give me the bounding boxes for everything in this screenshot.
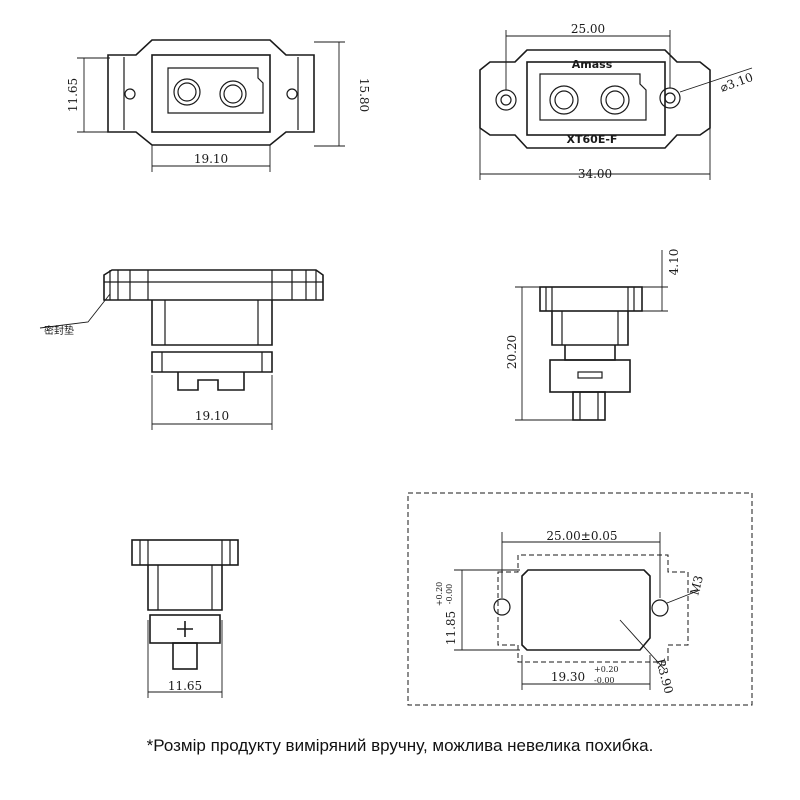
rear-width-dim: 11.65: [168, 679, 202, 693]
brand-label: Amass: [572, 58, 613, 71]
front-width-dim: 19.10: [194, 152, 228, 166]
flange-dim: 4.10: [667, 249, 681, 276]
brand-width-top-dim: 25.00: [571, 22, 605, 36]
side-right-height-dim: 20.20: [505, 335, 519, 369]
cutout-height-tol-plus: +0.20: [435, 582, 444, 607]
cutout-width-tol-plus: +0.20: [594, 665, 619, 674]
cutout-pitch-dim: 25.00±0.05: [546, 529, 617, 543]
cutout-width-dim: 19.30: [551, 670, 585, 684]
front-view: 11.65 15.80 19.10: [66, 39, 371, 172]
cutout-width-tol-minus: -0.00: [594, 676, 615, 685]
front-brand-view: Amass XT60E-F 25.00 ⌀3.10 34.00: [479, 22, 755, 181]
side-view-left: 密封垫 19.10: [39, 269, 324, 430]
gasket-label: 密封垫: [44, 324, 74, 337]
cutout-height-dim: 11.85: [444, 611, 458, 645]
side-view-right: 4.10 20.20: [505, 249, 681, 421]
brand-hole-dim: ⌀3.10: [718, 70, 755, 95]
side-left-width-dim: 19.10: [195, 409, 229, 423]
panel-cutout-view: 25.00±0.05 11.85 +0.20 -0.00 M3 R3.90 19…: [407, 492, 753, 706]
front-height-right-dim: 15.80: [357, 78, 371, 112]
model-label: XT60E-F: [567, 133, 618, 146]
cutout-screw-label: M3: [687, 574, 706, 597]
rear-view: + 11.65: [131, 539, 239, 698]
brand-width-bottom-dim: 34.00: [578, 167, 612, 181]
cutout-height-tol-minus: -0.00: [445, 584, 454, 605]
footnote: *Розмір продукту виміряний вручну, можли…: [146, 736, 654, 755]
cutout-radius-label: R3.90: [653, 657, 676, 695]
front-height-left-dim: 11.65: [66, 78, 80, 112]
